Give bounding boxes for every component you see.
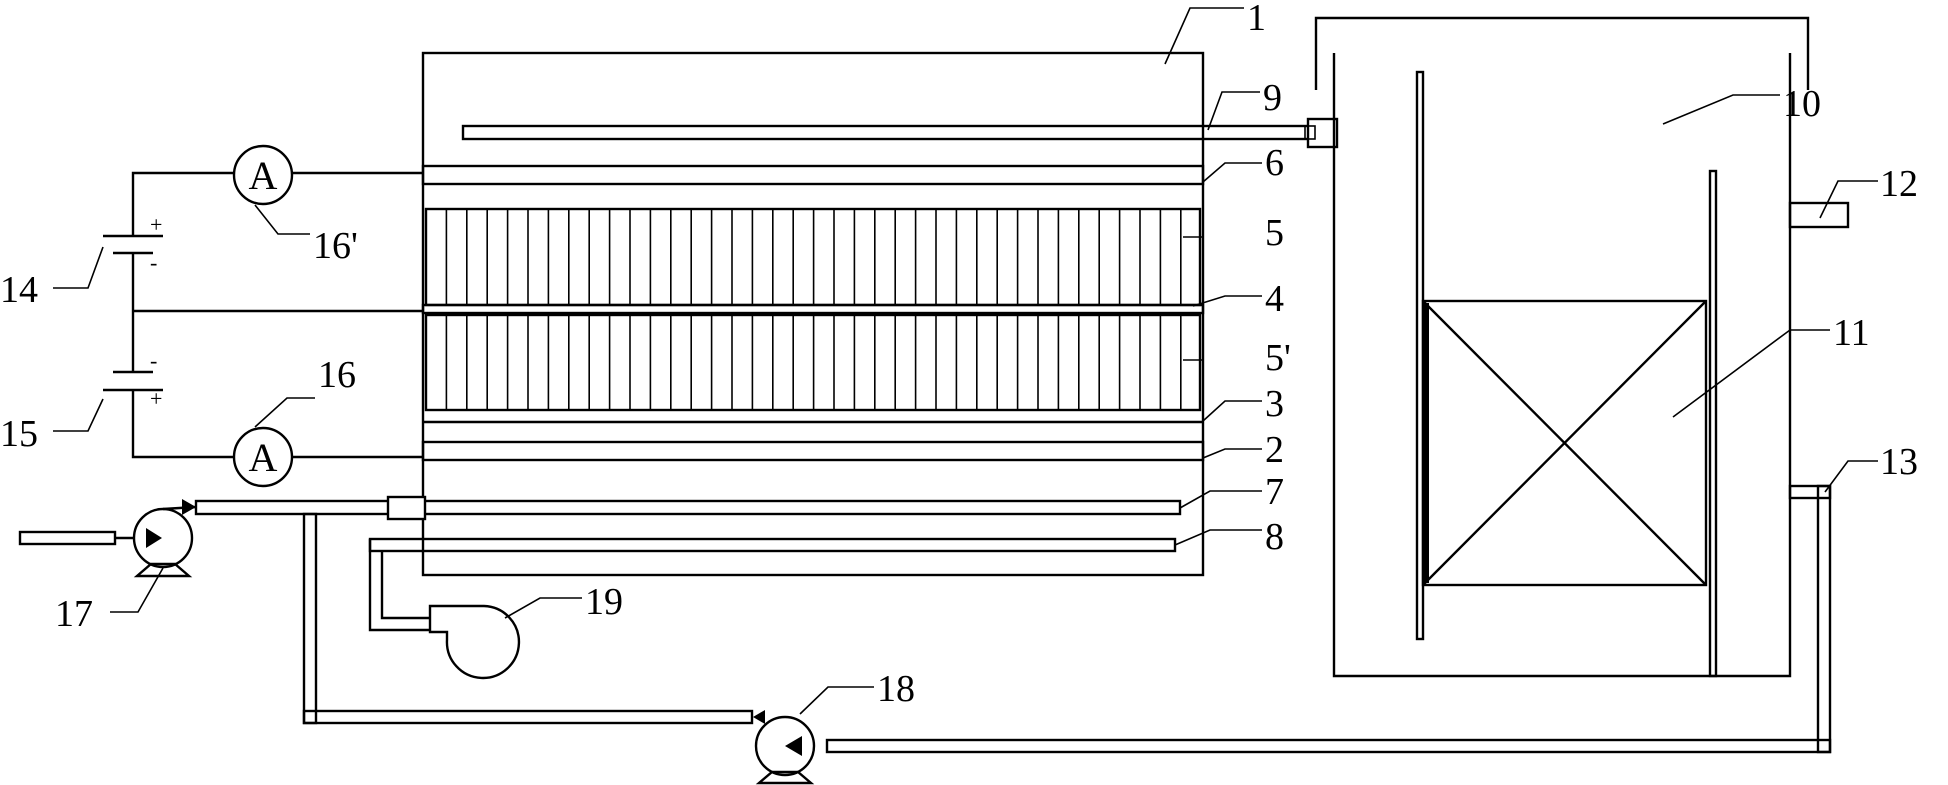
label-17: 17	[55, 593, 93, 635]
battery-15-minus: -	[150, 348, 157, 373]
tube-7	[194, 495, 1182, 521]
stack-5-prime-divisions	[445, 315, 1182, 410]
label-2: 2	[1265, 429, 1284, 471]
battery-14-minus: -	[150, 250, 157, 275]
ammeter-16: A	[232, 426, 294, 488]
circuit-wires	[131, 171, 423, 459]
label-3: 3	[1265, 383, 1284, 425]
baffle-right	[1708, 169, 1718, 678]
label-12: 12	[1880, 163, 1918, 205]
ammeter-16-prime-symbol: A	[249, 153, 278, 198]
battery-15: - +	[103, 348, 163, 411]
pump-18	[754, 715, 816, 785]
feed-inlet	[18, 528, 152, 548]
recirculation-pipe	[302, 484, 1832, 754]
label-18: 18	[877, 668, 915, 710]
label-13: 13	[1880, 441, 1918, 483]
label-16: 16	[318, 354, 356, 396]
layer-2	[421, 440, 1205, 462]
label-16-prime: 16'	[313, 225, 358, 267]
label-6: 6	[1265, 142, 1284, 184]
label-11: 11	[1833, 312, 1870, 354]
label-4: 4	[1265, 278, 1284, 320]
label-9: 9	[1263, 77, 1282, 119]
label-19: 19	[585, 581, 623, 623]
tank-10	[1314, 16, 1810, 678]
battery-14-plus: +	[150, 212, 162, 237]
battery-14: + -	[103, 212, 163, 275]
stack-5-divisions	[445, 209, 1182, 305]
blower-19	[428, 604, 521, 680]
leader-lines	[53, 7, 1878, 715]
layer-6	[421, 164, 1205, 186]
membrane-module-11	[1421, 299, 1708, 587]
battery-15-plus: +	[150, 386, 162, 411]
label-5-prime: 5'	[1265, 337, 1291, 379]
tube-8	[368, 537, 1177, 632]
pump-17	[132, 499, 197, 578]
label-8: 8	[1265, 516, 1284, 558]
label-7: 7	[1265, 471, 1284, 513]
membrane-4	[421, 303, 1205, 315]
electrode-rod-9	[461, 117, 1339, 149]
label-15: 15	[0, 413, 38, 455]
label-5: 5	[1265, 212, 1284, 254]
label-14: 14	[0, 269, 38, 311]
ammeter-16-prime: A	[232, 144, 294, 206]
label-1: 1	[1247, 0, 1266, 39]
ammeter-16-symbol: A	[249, 435, 278, 480]
label-10: 10	[1783, 83, 1821, 125]
outlet-12	[1788, 201, 1850, 229]
reference-labels: 1 9 6 5 4 5' 3 2 7 8 10 12 11 13 16' 16 …	[0, 0, 1918, 710]
